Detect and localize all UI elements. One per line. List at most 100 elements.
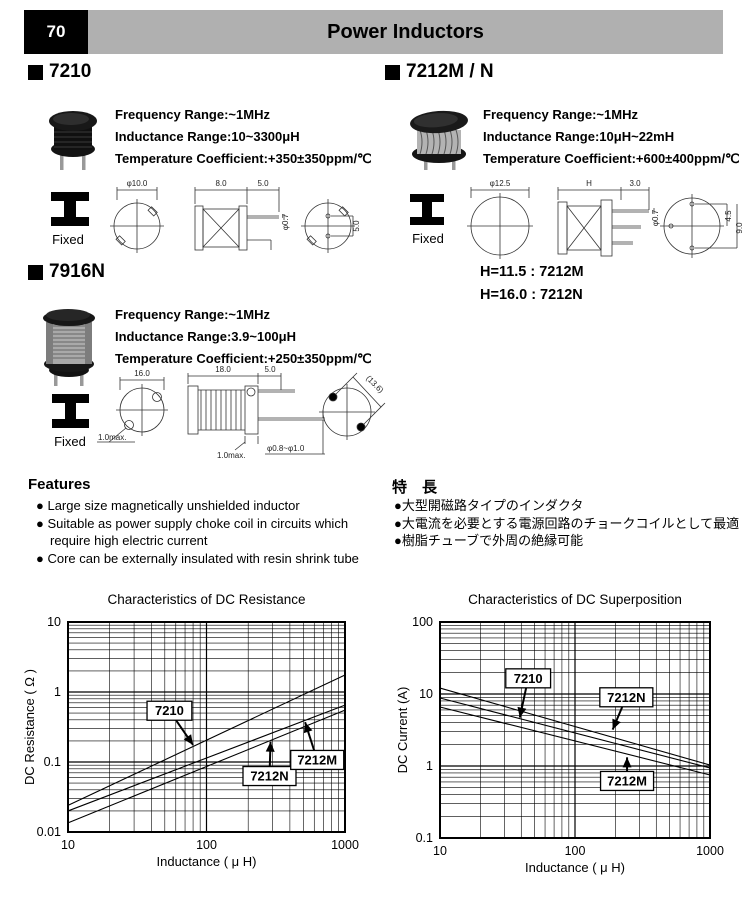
dim-label: 5.0 [257,179,269,188]
x-axis-label: Inductance ( μ H) [157,854,257,869]
series-line-7212M [67,704,346,812]
section-marker-icon [28,264,43,280]
dim-label: φ0.8~φ1.0 [267,444,305,453]
y-tick-label: 10 [47,615,61,629]
chart-series [439,687,711,776]
product-photo-7212 [410,110,468,170]
dim-label: φ10.0 [127,179,148,188]
series-line-7210 [67,674,346,806]
series-line-7212M [439,706,711,776]
chart-series [67,674,346,824]
annotation-box-7210 [146,700,193,721]
dim-label: 8.0 [215,179,227,188]
annotation-label-7210: 7210 [155,703,184,718]
annotation-box-7212M [599,770,655,792]
annotation-box-7210 [505,668,552,689]
spec-line: Frequency Range:~1MHz [483,107,638,122]
chart-grid [440,622,710,838]
x-tick-label: 1000 [696,844,724,858]
chart-dc-superposition: Characteristics of DC Superposition 10 100… [395,592,724,875]
annotation-arrowhead [265,741,275,752]
fixed-inductor-icon [51,192,89,226]
y-tick-label: 0.01 [37,825,61,839]
annotation-box-7212N [599,687,654,708]
spec-line: Temperature Coefficient:+600±400ppm/℃ [483,151,740,166]
drawing-7916n: 16.0 1.0max. 18.0 5.0 1.0max. [97,366,386,460]
section-marker-icon [385,64,400,80]
chart-title: Characteristics of DC Resistance [107,592,305,607]
fixed-inductor-icon [52,394,89,428]
y-tick-label: 1 [54,685,61,699]
spec-line: Frequency Range:~1MHz [115,307,270,322]
chart-dc-resistance: Characteristics of DC Resistance 10 100 100… [22,592,359,869]
x-axis-label: Inductance ( μ H) [525,860,625,875]
plot-frame [439,621,711,839]
annotation-label-7212M: 7212M [607,773,647,788]
features-jp-heading: 特 長 [392,479,438,496]
dim-label: (13.6) [364,374,385,395]
specs-7212: Frequency Range:~1MHz Inductance Range:1… [483,104,740,170]
plot-frame [67,621,346,833]
annotation-label-7212N: 7212N [607,690,645,705]
dim-label: 3.0 [629,179,641,188]
section-title: 7916N [49,261,105,282]
feature-item: ● Core can be externally insulated with … [36,550,359,566]
variant-7212n: H=16.0 : 7212N [480,287,583,303]
spec-line: Inductance Range:10~3300μH [115,129,300,144]
spec-line: Frequency Range:~1MHz [115,107,270,122]
features-list: ● Large size magnetically unshielded ind… [36,497,372,567]
x-tick-label: 10 [433,844,447,858]
chart-text: Characteristics of DC Resistance 10 100 100… [22,592,359,869]
page-number-badge: 70 [24,10,88,54]
dim-label: φ12.5 [490,179,511,188]
series-line-7212N [67,709,346,824]
feature-item: ●大電流を必要とする電源回路のチョークコイルとして最適 [394,515,740,531]
annotation-box-7212N [242,765,297,787]
product-photo-7916n [43,309,95,386]
dim-label: 18.0 [215,366,231,374]
y-tick-label: 10 [419,687,433,701]
dim-label: φ0.7 [651,209,660,226]
spec-line: Temperature Coefficient:+350±350ppm/℃ [115,151,372,166]
section-heading-7212: 7212M / N [385,61,494,83]
drawing-7212: φ12.5 H 3.0 φ0.7 4.5 9.0 [467,179,744,259]
y-tick-label: 1 [426,759,433,773]
annotation-arrowhead [517,706,527,718]
section-heading-7916n: 7916N [28,261,105,283]
dim-label: 5.0 [352,220,361,232]
features-heading: Features [28,476,91,493]
series-line-7210 [439,697,711,769]
dim-label: 1.0max. [98,433,126,442]
feature-item: ● Large size magnetically unshielded ind… [36,498,300,513]
specs-7210: Frequency Range:~1MHz Inductance Range:1… [115,104,372,170]
fixed-inductor-icon [410,194,444,225]
spec-line: Temperature Coefficient:+250±350ppm/℃ [115,351,372,366]
annotation-arrowhead [183,734,194,745]
fixed-label: Fixed [54,434,86,449]
section-title: 7210 [49,61,92,82]
spec-line: Inductance Range:3.9~100μH [115,329,296,344]
dim-label: 4.5 [724,210,733,222]
annotation-box-7212M [290,749,345,771]
specs-7916n: Frequency Range:~1MHz Inductance Range:3… [115,304,372,370]
x-tick-label: 1000 [331,838,359,852]
page-number: 70 [46,22,66,41]
y-axis-label: DC Resistance ( Ω ) [22,669,37,785]
series-line-7212N [439,687,711,766]
y-axis-label: DC Current (A) [395,687,410,774]
chart-text: Characteristics of DC Superposition 10 100… [395,592,724,875]
annotation-label-7212M: 7212M [297,752,337,767]
annotation-arrowhead [622,757,632,768]
x-tick-label: 100 [196,838,217,852]
annotation-arrowhead [303,722,313,734]
page-title-bar: Power Inductors [88,10,723,54]
chart-title: Characteristics of DC Superposition [468,592,682,607]
page-title: Power Inductors [327,20,484,43]
section-title: 7212M / N [406,61,494,82]
features-jp-list: ●大型開磁路タイプのインダクタ ●大電流を必要とする電源回路のチョークコイルとし… [394,497,746,550]
dim-label: 5.0 [264,366,276,374]
fixed-label: Fixed [52,232,84,247]
dim-label: 1.0max. [217,451,245,460]
